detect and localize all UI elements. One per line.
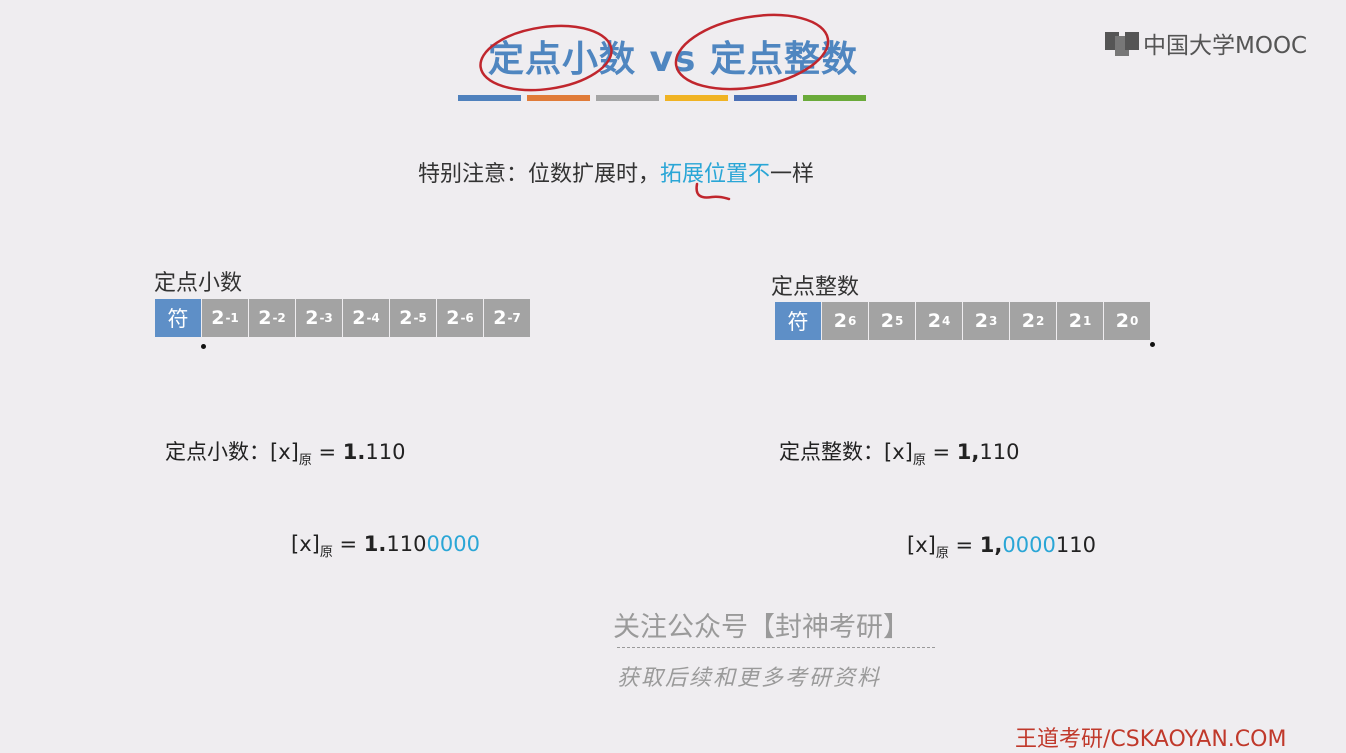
watermark-line2: 获取后续和更多考研资料 xyxy=(617,666,882,691)
bit-cell: 2-7 xyxy=(484,299,530,337)
divider-bar xyxy=(596,95,659,101)
radix-point xyxy=(1150,342,1155,347)
footer-brand: 王道考研/CSKAOYAN.COM xyxy=(1015,727,1287,752)
bit-cell: 2-3 xyxy=(296,299,342,337)
integer-label: 定点整数 xyxy=(771,275,860,300)
fraction-formula-extended: [x]原 = 1.1100000 xyxy=(291,532,480,561)
watermark-line1: 关注公众号【封神考研】 xyxy=(613,612,910,643)
bit-cell: 2-6 xyxy=(437,299,483,337)
notice-text: 特别注意：位数扩展时，拓展位置不一样 xyxy=(418,156,814,188)
bit-cell: 2-4 xyxy=(343,299,389,337)
divider-bar xyxy=(803,95,866,101)
sign-bit: 符 xyxy=(775,302,821,340)
divider-bar xyxy=(665,95,728,101)
integer-formula: 定点整数：[x]原 = 1,110 xyxy=(779,440,1020,469)
fraction-formula: 定点小数：[x]原 = 1.110 xyxy=(165,440,406,469)
sign-bit: 符 xyxy=(155,299,201,337)
radix-point xyxy=(201,344,206,349)
integer-formula-extended: [x]原 = 1,0000110 xyxy=(907,533,1096,562)
fraction-bit-layout: 符 2-1 2-2 2-3 2-4 2-5 2-6 2-7 xyxy=(155,299,530,337)
notice-highlight: 拓展位置不 xyxy=(660,162,771,187)
notice-prefix: 特别注意：位数扩展时， xyxy=(418,162,661,187)
mooc-logo: 中国大学MOOC xyxy=(1105,26,1307,60)
bit-cell: 2-1 xyxy=(202,299,248,337)
notice-suffix: 一样 xyxy=(770,162,815,187)
bit-cell: 2-2 xyxy=(249,299,295,337)
fraction-label: 定点小数 xyxy=(154,271,243,296)
title-divider xyxy=(458,95,866,101)
bit-cell: 2-5 xyxy=(390,299,436,337)
divider-bar xyxy=(527,95,590,101)
mooc-logo-icon xyxy=(1105,30,1139,56)
logo-text: 中国大学MOOC xyxy=(1143,33,1308,59)
divider-bar xyxy=(458,95,521,101)
divider-bar xyxy=(734,95,797,101)
watermark-divider xyxy=(617,647,935,648)
